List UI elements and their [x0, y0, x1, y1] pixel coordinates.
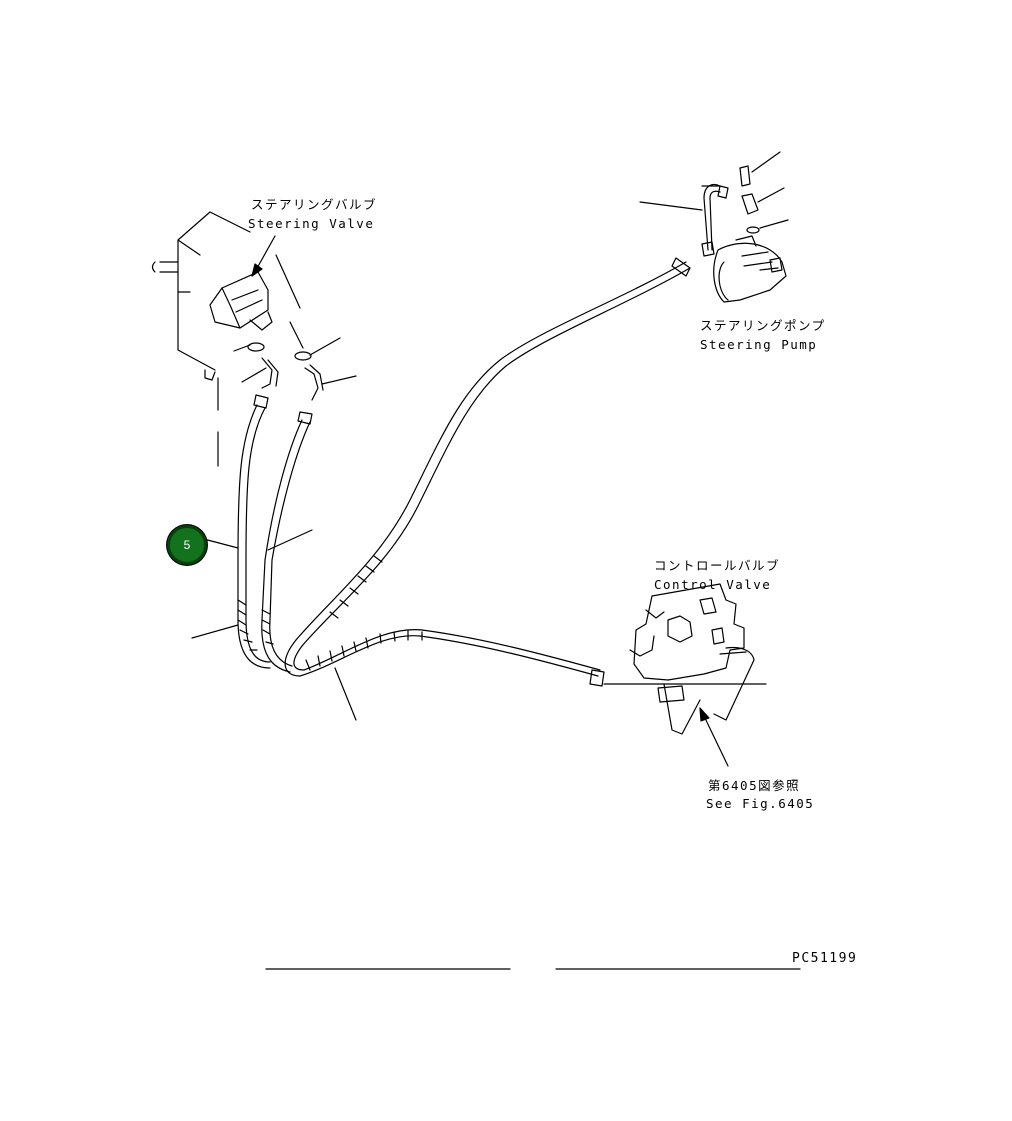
- see-fig-label-jp: 第6405図参照: [708, 778, 801, 793]
- see-fig-arrowhead: [699, 707, 710, 722]
- callout-number: 5: [183, 538, 191, 552]
- drawing-number: PC51199: [792, 951, 858, 966]
- steering-valve-body: [151, 211, 301, 467]
- steering-pump-tube: [639, 183, 729, 257]
- steering-valve-leader: [255, 235, 276, 271]
- main-supply-hose: [284, 257, 691, 687]
- steering-valve-hoses: [237, 404, 311, 673]
- callout-leaders: [191, 529, 357, 721]
- steering-pump-label-en: Steering Pump: [700, 337, 818, 352]
- see-fig-label-en: See Fig.6405: [706, 796, 815, 811]
- control-valve-body: [603, 583, 767, 735]
- steering-pump-fittings: [739, 151, 789, 234]
- control-valve-label-en: Control Valve: [654, 577, 772, 592]
- callout-5-button[interactable]: 5: [167, 525, 207, 565]
- steering-valve-label-jp: ステアリングバルブ: [251, 197, 378, 212]
- see-fig-leader: [703, 715, 729, 767]
- control-valve-label-jp: コントロールバルブ: [654, 558, 781, 573]
- steering-valve-arrowhead: [251, 263, 263, 277]
- steering-valve-label-en: Steering Valve: [248, 216, 375, 231]
- steering-pump-label-jp: ステアリングポンプ: [700, 318, 826, 333]
- steering-valve-fittings: [233, 321, 357, 425]
- steering-pump-body: [713, 235, 787, 303]
